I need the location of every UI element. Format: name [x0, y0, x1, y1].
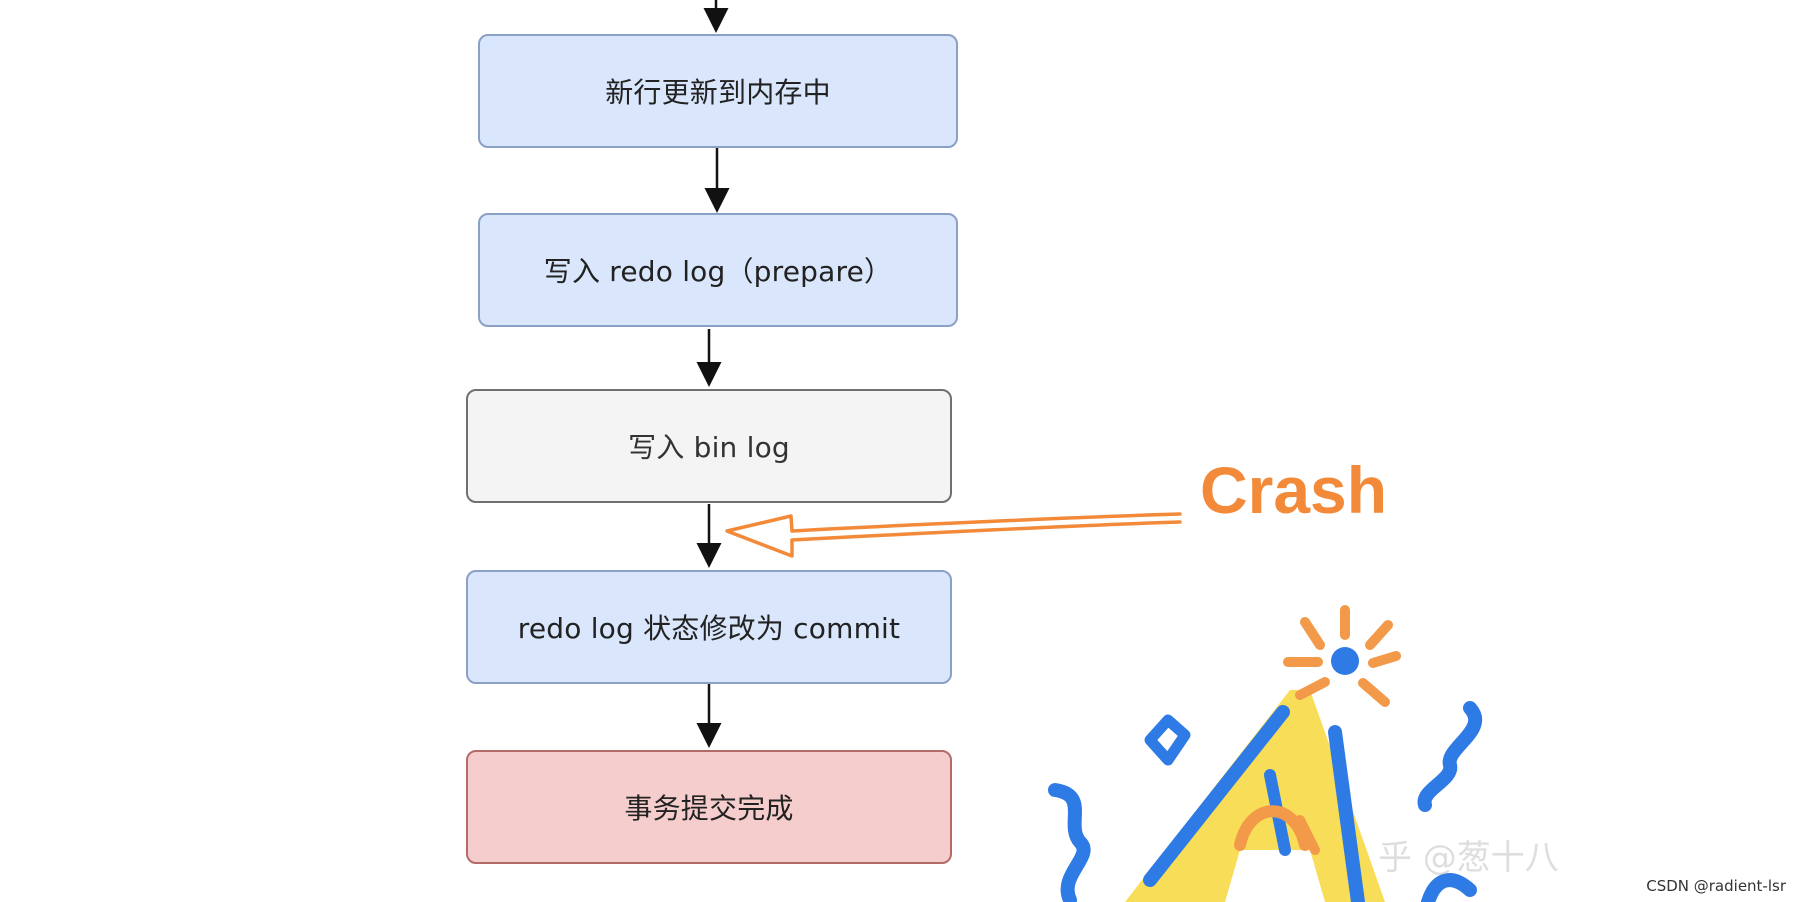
node-redo-prepare: 写入 redo log（prepare）	[478, 213, 958, 327]
crash-arrow	[725, 512, 1182, 558]
crash-annotation: Crash	[1200, 453, 1388, 527]
credit-text: CSDN @radient-lsr	[1646, 877, 1786, 895]
node-label: redo log 状态修改为 commit	[517, 612, 901, 645]
node-label: 写入 redo log（prepare）	[543, 255, 893, 288]
node-transaction-complete: 事务提交完成	[466, 750, 952, 864]
watermark-text: 乎 @葱十八	[1378, 838, 1559, 878]
node-label: 事务提交完成	[624, 792, 794, 825]
node-label: 写入 bin log	[628, 431, 790, 464]
node-label: 新行更新到内存中	[605, 76, 831, 109]
node-redo-commit: redo log 状态修改为 commit	[466, 570, 952, 684]
node-write-binlog: 写入 bin log	[466, 389, 952, 503]
node-update-memory: 新行更新到内存中	[478, 34, 958, 148]
